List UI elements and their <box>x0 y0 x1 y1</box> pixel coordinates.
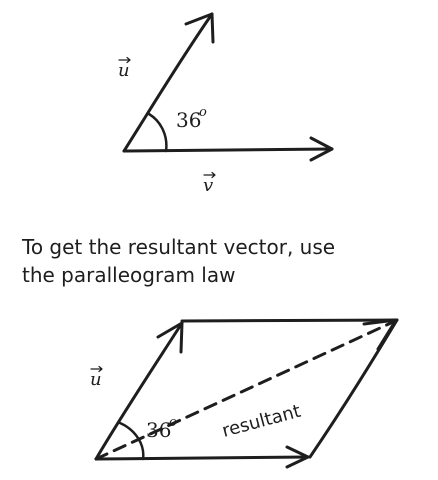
bottom-parallelogram-diagram: u 36 o resultant <box>90 318 399 469</box>
top-v-text: v <box>203 175 213 196</box>
bottom-angle-degree: o <box>169 415 177 430</box>
top-label-u: u <box>118 56 131 81</box>
bottom-angle-value: 36 <box>146 418 171 442</box>
top-angle-arc <box>147 112 168 153</box>
bottom-u-text: u <box>90 369 102 390</box>
bottom-vector-u-arrowhead <box>156 321 184 354</box>
top-vector-u-arrowhead <box>184 12 215 44</box>
top-u-vector-arrow-icon <box>118 56 131 64</box>
top-angle-label: 36 o <box>176 105 207 132</box>
top-vector-diagram: u 36 o v <box>118 12 334 196</box>
top-vector-v-arrowhead <box>309 136 334 162</box>
top-angle-value: 36 <box>176 108 201 132</box>
bottom-label-u: u <box>90 365 103 390</box>
top-angle-degree: o <box>199 105 207 120</box>
caption-line-1: To get the resultant vector, use <box>21 235 335 259</box>
bottom-resultant-arrowhead <box>362 318 398 351</box>
top-u-text: u <box>118 60 130 81</box>
top-vector-u <box>122 12 214 153</box>
bottom-vector-v-arrowhead <box>285 445 310 469</box>
bottom-resultant-vector <box>94 320 395 461</box>
top-label-v: v <box>203 171 216 196</box>
bottom-vector-v <box>94 455 310 461</box>
bottom-vector-u <box>94 321 184 461</box>
caption: To get the resultant vector, use the par… <box>21 235 335 287</box>
resultant-label: resultant <box>220 401 303 442</box>
top-v-vector-arrow-icon <box>203 171 216 179</box>
top-vector-v <box>122 147 334 153</box>
bottom-top-side <box>180 318 399 323</box>
bottom-angle-arc <box>118 421 145 461</box>
bottom-angle-label: 36 o <box>146 415 177 442</box>
bottom-u-vector-arrow-icon <box>90 365 103 373</box>
caption-line-2: the paralleogram law <box>22 263 235 287</box>
